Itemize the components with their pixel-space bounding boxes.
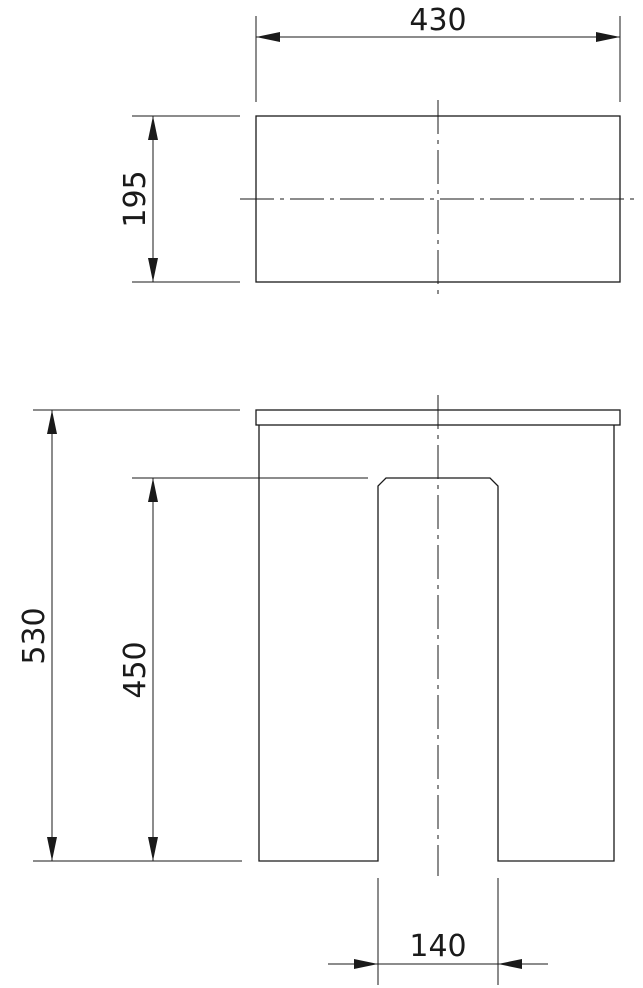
dimension-top-width: 430 xyxy=(255,3,621,102)
arrowhead-bottom xyxy=(148,837,158,861)
dimension-label-total-height: 530 xyxy=(17,607,52,664)
arrowhead-top xyxy=(148,478,158,502)
arrowhead-right xyxy=(596,32,620,42)
dimension-inner-height: 450 xyxy=(118,477,368,861)
arrowhead-bottom xyxy=(47,837,57,861)
arrowhead-top xyxy=(47,410,57,434)
dimension-label-slot-width: 140 xyxy=(409,929,466,964)
arrowhead-left xyxy=(354,959,378,969)
front-view xyxy=(255,395,621,876)
dimension-label-top-depth: 195 xyxy=(118,170,153,227)
dimension-total-height: 530 xyxy=(17,409,242,862)
dimension-top-depth: 195 xyxy=(118,115,240,283)
dimension-slot-width: 140 xyxy=(328,878,548,985)
front-view-body-outline xyxy=(258,425,615,862)
dimension-label-inner-height: 450 xyxy=(118,641,153,698)
dimension-label-top-width: 430 xyxy=(409,3,466,38)
arrowhead-left xyxy=(256,32,280,42)
arrowhead-top xyxy=(148,116,158,140)
top-view xyxy=(240,100,636,298)
arrowhead-bottom xyxy=(148,258,158,282)
arrowhead-right xyxy=(498,959,522,969)
